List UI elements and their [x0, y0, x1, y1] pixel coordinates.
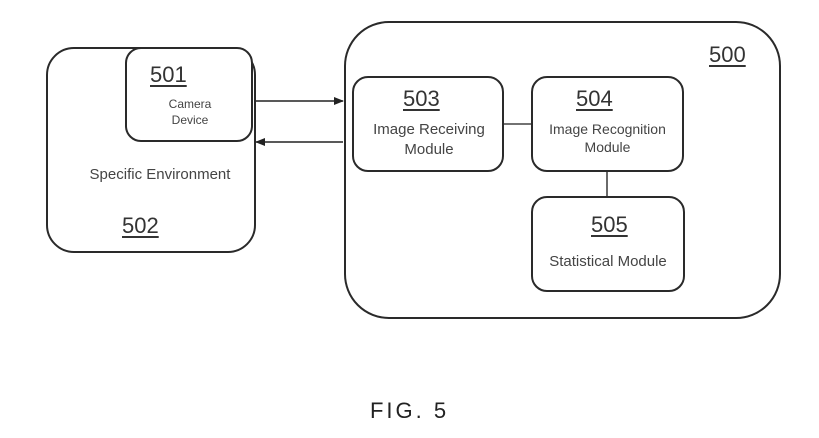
- image-recognition-module-label-1: Image Recognition: [549, 121, 666, 137]
- image-recognition-module-ref: 504: [576, 86, 613, 111]
- figure-caption: FIG. 5: [369, 398, 450, 423]
- camera-device-label-2: Device: [171, 113, 209, 127]
- camera-device-box: [125, 47, 253, 142]
- image-receiving-module-label-2: Module: [404, 141, 454, 158]
- image-recognition-module-box: [531, 76, 684, 172]
- statistical-module-box: [531, 196, 685, 292]
- camera-device-ref: 501: [150, 62, 187, 87]
- image-recognition-module-label-2: Module: [584, 139, 631, 155]
- statistical-module-label: Statistical Module: [549, 253, 667, 270]
- image-receiving-module-box: [352, 76, 504, 172]
- statistical-module-ref: 505: [591, 212, 628, 237]
- image-receiving-module-label-1: Image Receiving: [373, 121, 485, 138]
- image-receiving-module-ref: 503: [403, 86, 440, 111]
- system-ref: 500: [709, 42, 746, 67]
- camera-device-label-1: Camera: [168, 97, 212, 111]
- environment-label: Specific Environment: [89, 166, 231, 183]
- environment-ref: 502: [122, 213, 159, 238]
